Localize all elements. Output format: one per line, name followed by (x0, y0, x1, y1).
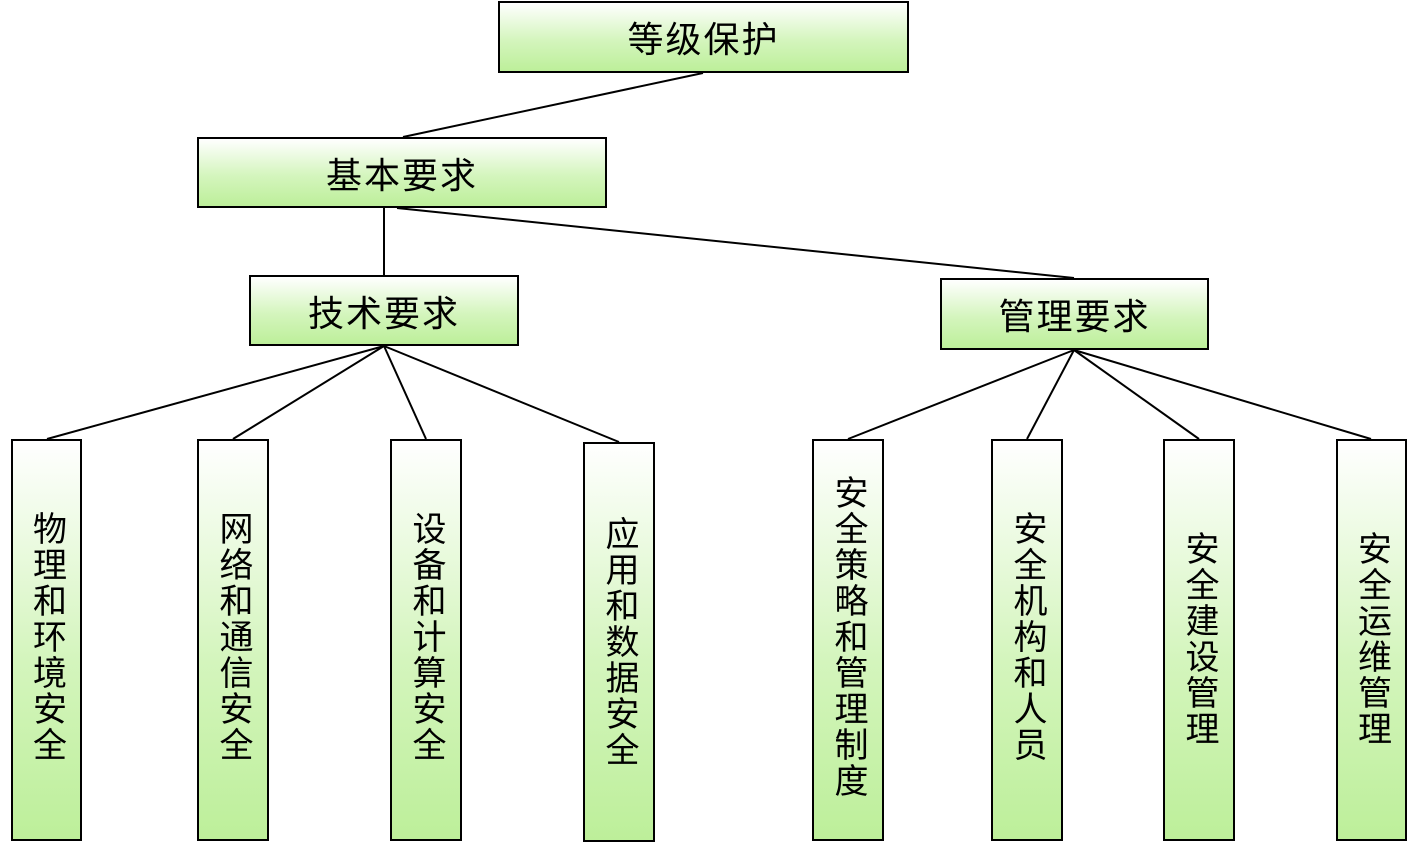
node-security-construction-management: 安全建设管理 (1163, 439, 1235, 841)
edge-tech-t1 (46, 345, 385, 440)
node-label: 设备和计算安全 (406, 511, 446, 763)
node-security-organization-personnel: 安全机构和人员 (991, 439, 1063, 841)
node-management-requirements-label: 管理要求 (998, 297, 1151, 338)
node-label: 网络和通信安全 (213, 511, 253, 763)
node-basic-requirements: 基本要求 (197, 137, 607, 208)
node-label: 安全建设管理 (1179, 531, 1219, 747)
node-security-policy-management-system: 安全策略和管理制度 (812, 439, 884, 841)
node-network-communication-security: 网络和通信安全 (197, 439, 269, 841)
node-security-operations-management: 安全运维管理 (1336, 439, 1407, 841)
edge-mgmt-m1 (847, 349, 1075, 440)
node-application-data-security: 应用和数据安全 (583, 442, 655, 842)
edge-root-basic (402, 72, 704, 138)
node-technical-requirements-label: 技术要求 (307, 293, 460, 335)
node-technical-requirements: 技术要求 (249, 275, 519, 346)
edge-mgmt-m2 (1026, 349, 1075, 440)
edge-mgmt-m4 (1073, 349, 1372, 440)
edge-tech-t2 (232, 345, 385, 440)
node-root: 等级保护 (498, 1, 909, 73)
node-label: 应用和数据安全 (599, 516, 639, 768)
node-physical-environment-security: 物理和环境安全 (11, 439, 82, 841)
node-label: 安全机构和人员 (1007, 511, 1047, 763)
node-label: 物理和环境安全 (26, 511, 67, 763)
node-label: 安全策略和管理制度 (828, 475, 868, 799)
node-label: 安全运维管理 (1351, 531, 1392, 747)
node-basic-requirements-label: 基本要求 (325, 155, 478, 197)
edge-mgmt-m3 (1073, 349, 1200, 440)
node-device-computing-security: 设备和计算安全 (390, 439, 462, 841)
edge-tech-t3 (383, 345, 427, 440)
edge-tech-t4 (383, 345, 620, 443)
node-management-requirements: 管理要求 (940, 278, 1209, 350)
edge-basic-mgmt (396, 207, 1075, 279)
node-root-label: 等级保护 (627, 20, 780, 61)
